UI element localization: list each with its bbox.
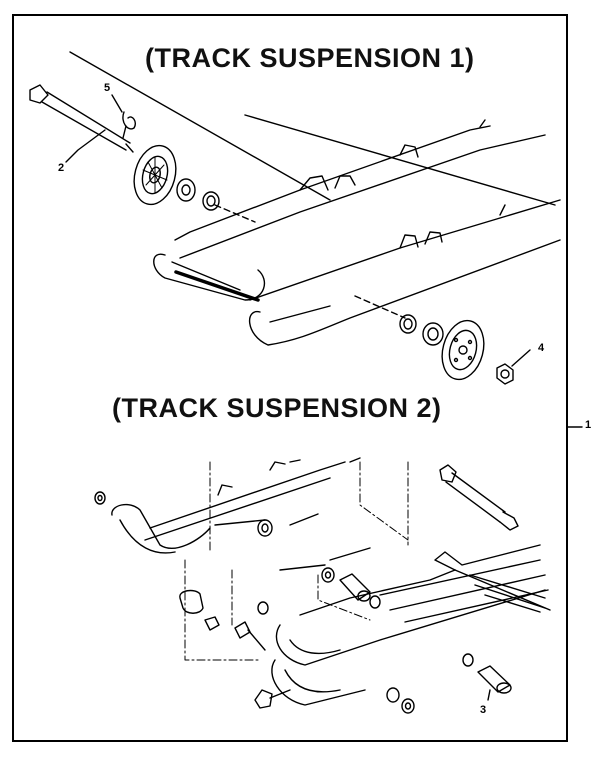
- spacer-left: [202, 191, 220, 211]
- carriage-bolt: [254, 689, 291, 709]
- bushing-2: [321, 567, 335, 583]
- rear-slide-rail-upper: [111, 457, 361, 554]
- bearing-right: [422, 322, 444, 346]
- lower-slide-rail: [153, 199, 561, 346]
- nut-right: [496, 363, 514, 385]
- leader-line: [289, 513, 319, 526]
- rear-axle-shaft: [439, 464, 519, 531]
- spacer-right: [399, 314, 417, 334]
- leader-line: [279, 564, 326, 571]
- hex-bolt-small: [234, 621, 266, 651]
- axle-shaft: [29, 84, 260, 302]
- callout-2: 2: [58, 162, 65, 174]
- washer-small-1: [94, 491, 106, 505]
- rear-slide-rail-bottom: [271, 659, 366, 706]
- nut-lower: [386, 687, 400, 703]
- callout-1: 1: [585, 419, 592, 431]
- idler-wheel-right: [441, 319, 485, 381]
- leader-line: [511, 349, 531, 367]
- reference-line: [69, 51, 331, 201]
- washer-lower: [401, 698, 415, 714]
- bushing-1: [257, 519, 273, 537]
- bearing-left: [176, 178, 196, 202]
- assembly-line: [214, 204, 256, 223]
- leader-line: [111, 94, 123, 113]
- diagram-frame: [12, 14, 568, 742]
- leader-line: [487, 689, 491, 701]
- rear-slide-rail-lower: [275, 544, 551, 666]
- construction-lines: [184, 461, 409, 661]
- callout-4: 4: [538, 342, 545, 354]
- leader-line: [329, 547, 371, 561]
- axle-pin-3: [477, 665, 512, 694]
- callout-3: 3: [480, 704, 487, 716]
- rubber-bumper: [179, 589, 204, 614]
- cotter-pin: [122, 111, 137, 139]
- leader-line: [214, 519, 266, 526]
- callout-5: 5: [104, 82, 111, 94]
- upper-slide-rail: [174, 119, 546, 259]
- spacer-ring: [369, 595, 381, 609]
- pin: [204, 616, 220, 631]
- title-track-suspension-2: (TRACK SUSPENSION 2): [112, 393, 442, 423]
- idler-wheel-left: [133, 144, 177, 206]
- sleeve-1: [339, 573, 371, 602]
- washer-small-2: [257, 601, 269, 615]
- assembly-line: [354, 295, 406, 319]
- reference-line: [244, 114, 556, 206]
- leader-line: [65, 129, 106, 163]
- washer-lower-right: [462, 653, 474, 667]
- title-track-suspension-1: (TRACK SUSPENSION 1): [145, 43, 475, 73]
